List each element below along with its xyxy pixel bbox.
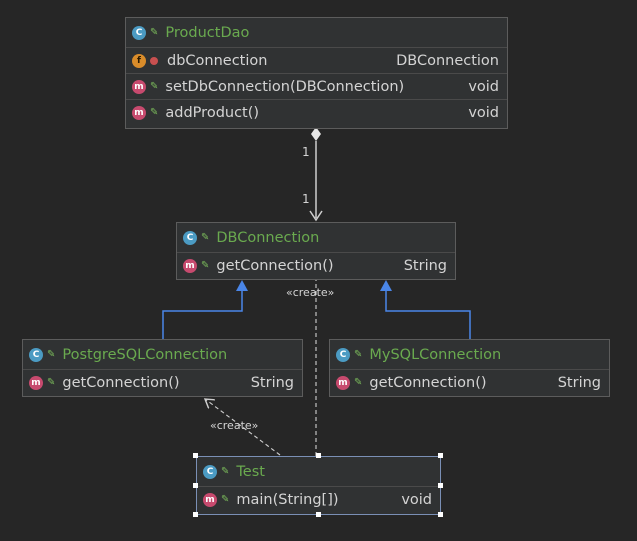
create-label-postgresql: «create» [210,419,259,432]
class-header: C ✎ PostgreSQLConnection [23,340,302,369]
method-return-type: String [250,374,294,391]
selection-handle[interactable] [438,453,443,458]
aggregation-diamond [311,127,321,141]
aggregation-target-multiplicity: 1 [302,192,310,206]
method-icon: m [132,79,146,94]
create-dependency-line-postgresql[interactable] [205,399,281,456]
class-icon: C [29,347,43,362]
method-return-type: String [403,257,447,274]
public-icon: ✎ [354,349,363,360]
field-name: dbConnection [167,52,268,69]
class-header: C ✎ MySQLConnection [330,340,609,369]
public-icon: ✎ [201,260,210,271]
public-icon: ✎ [150,27,159,38]
class-icon: C [132,25,146,40]
method-row[interactable]: m ✎ getConnection() String [330,369,609,395]
public-icon: ✎ [201,232,210,243]
class-name: Test [236,463,265,480]
method-return-type: void [468,78,499,95]
class-test[interactable]: C ✎ Test m ✎ main(String[]) void [196,456,441,515]
selection-handle[interactable] [193,453,198,458]
selection-handle[interactable] [316,512,321,517]
class-icon: C [336,347,350,362]
method-row[interactable]: m ✎ getConnection() String [177,252,455,278]
method-row[interactable]: m ✎ addProduct() void [126,99,507,125]
inheritance-line-mysql[interactable] [385,290,471,339]
aggregation-source-multiplicity: 1 [302,145,310,159]
field-icon: f [132,53,146,68]
class-name: MySQLConnection [369,346,502,363]
public-icon: ✎ [47,377,56,388]
class-dbconnection[interactable]: C ✎ DBConnection m ✎ getConnection() Str… [176,222,456,280]
class-postgresqlconnection[interactable]: C ✎ PostgreSQLConnection m ✎ getConnecti… [22,339,303,397]
method-name: getConnection() [216,257,334,274]
method-name: getConnection() [62,374,180,391]
class-name: PostgreSQLConnection [62,346,228,363]
public-icon: ✎ [150,107,159,118]
class-header: C ✎ Test [197,457,440,486]
class-icon: C [203,464,217,479]
method-return-type: void [468,104,499,121]
method-row[interactable]: m ✎ setDbConnection(DBConnection) void [126,73,507,99]
method-name: main(String[]) [236,491,339,508]
selection-handle[interactable] [316,453,321,458]
method-row[interactable]: m ✎ getConnection() String [23,369,302,395]
method-icon: m [203,492,217,507]
class-productdao[interactable]: C ✎ ProductDao f dbConnection DBConnecti… [125,17,508,129]
method-return-type: String [557,374,601,391]
field-type: DBConnection [396,52,499,69]
class-name: DBConnection [216,229,320,246]
public-icon: ✎ [150,81,159,92]
public-icon: ✎ [221,494,230,505]
public-icon: ✎ [221,466,230,477]
public-icon: ✎ [354,377,363,388]
class-mysqlconnection[interactable]: C ✎ MySQLConnection m ✎ getConnection() … [329,339,610,397]
class-name: ProductDao [165,24,250,41]
public-icon: ✎ [47,349,56,360]
selection-handle[interactable] [193,512,198,517]
method-name: addProduct() [165,104,260,121]
create-label-dbconnection: «create» [286,286,335,299]
selection-handle[interactable] [438,483,443,488]
method-icon: m [183,258,197,273]
method-icon: m [336,375,350,390]
method-return-type: void [401,491,432,508]
selection-handle[interactable] [193,483,198,488]
private-icon [150,56,158,65]
method-name: getConnection() [369,374,487,391]
class-icon: C [183,230,197,245]
field-row[interactable]: f dbConnection DBConnection [126,47,507,73]
selection-handle[interactable] [438,512,443,517]
class-header: C ✎ ProductDao [126,18,507,47]
method-name: setDbConnection(DBConnection) [165,78,405,95]
class-header: C ✎ DBConnection [177,223,455,252]
inheritance-arrowhead-mysql [380,280,392,291]
method-icon: m [132,105,146,120]
inheritance-arrowhead-postgresql [236,280,248,291]
aggregation-arrowhead [309,210,323,222]
method-icon: m [29,375,43,390]
inheritance-line-postgresql[interactable] [162,290,243,339]
method-row[interactable]: m ✎ main(String[]) void [197,486,440,512]
